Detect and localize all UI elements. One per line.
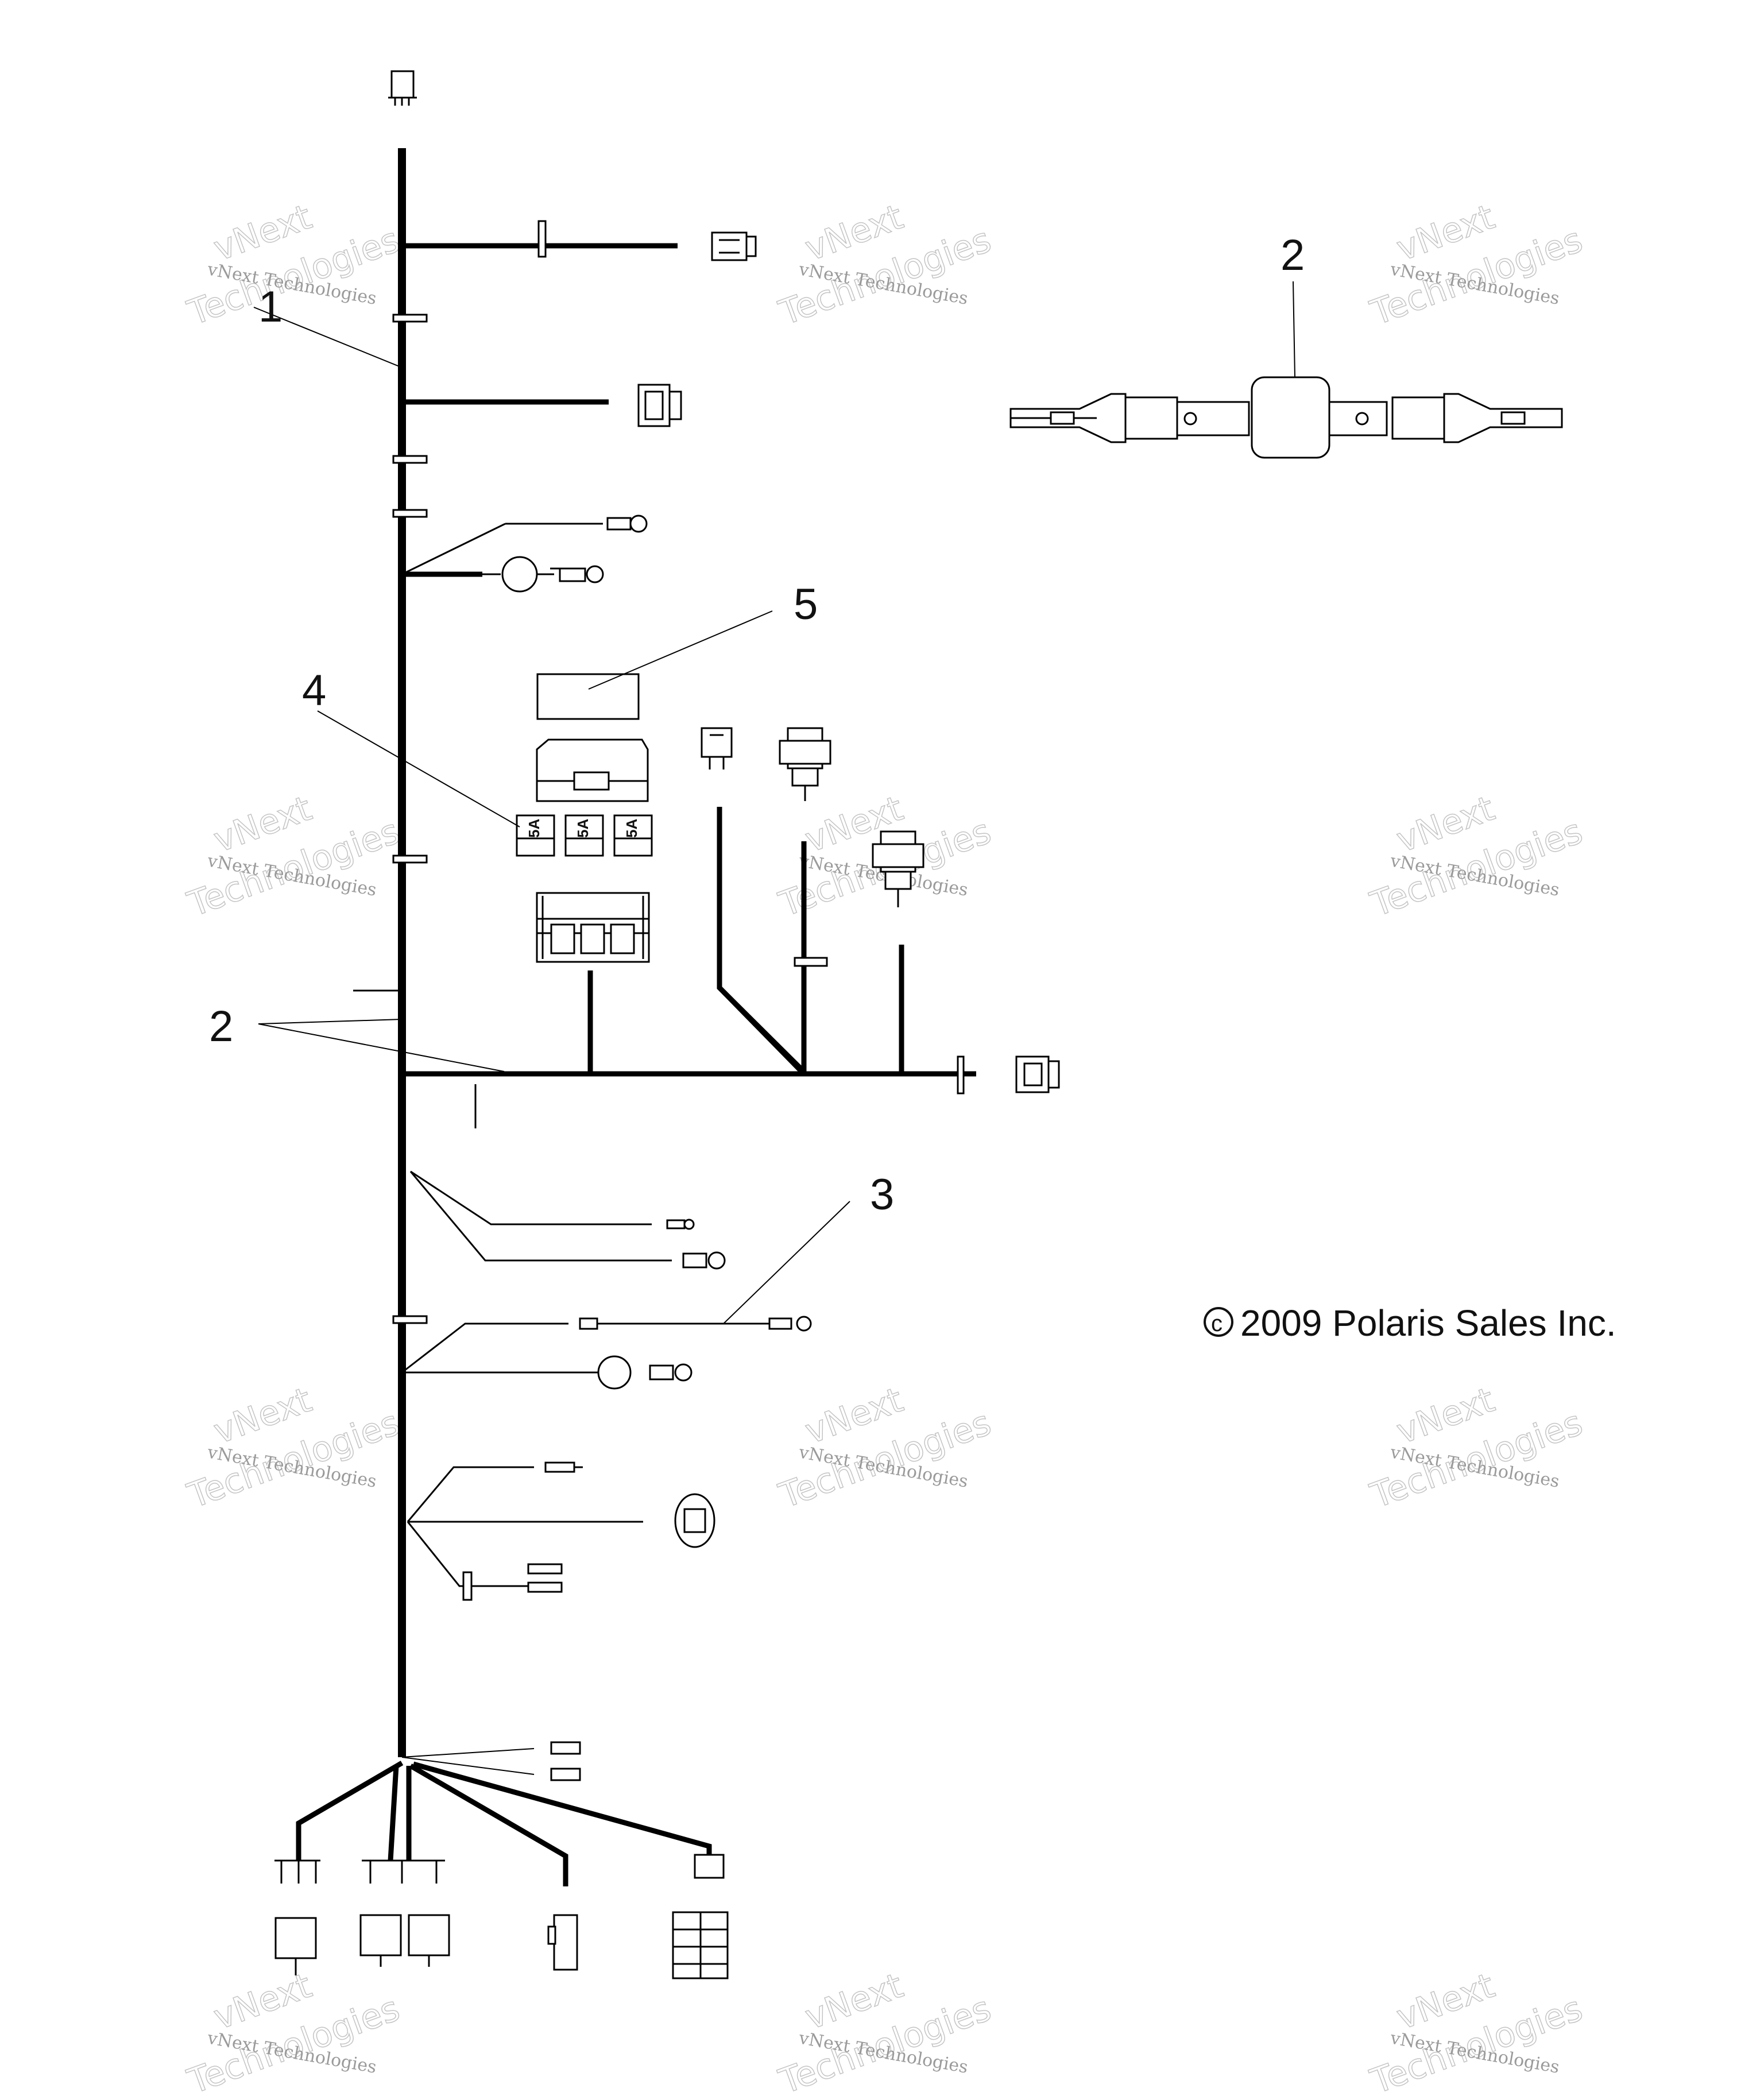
watermark: vNext Technologies vNext Technologies: [182, 196, 405, 334]
leader-2-left-a: [258, 1019, 403, 1024]
relay-body: [1251, 376, 1330, 459]
callout-5: 5: [794, 580, 818, 629]
callout-2-top: 2: [1281, 231, 1305, 280]
svg-text:5A: 5A: [623, 819, 640, 838]
ring-terminal-d: [768, 1316, 812, 1332]
callout-3: 3: [870, 1170, 894, 1219]
leader-3: [723, 1201, 850, 1324]
small-relay: [701, 727, 733, 769]
watermark: vNext Technologies vNext Technologies: [773, 1965, 997, 2096]
connector-b: [637, 384, 682, 427]
small-terminal: [666, 1219, 695, 1230]
fuse: 5A: [613, 814, 653, 857]
fuse: 5A: [516, 814, 555, 857]
callout-4: 4: [302, 666, 326, 715]
copyright-notice: c 2009 Polaris Sales Inc.: [1204, 1302, 1616, 1344]
svg-text:5A: 5A: [574, 819, 591, 838]
watermark: vNext Technologies vNext Technologies: [182, 1965, 405, 2096]
callouts: 1 2 5 4 2 3: [209, 231, 1305, 1324]
connector-i: [672, 1911, 729, 1979]
fuse-box-base: [536, 892, 650, 963]
watermark: vNext Technologies vNext Technologies: [1365, 788, 1588, 926]
watermark: vNext Technologies vNext Technologies: [1365, 1965, 1588, 2096]
upper-branches: [401, 220, 757, 593]
ring-terminal-b: [550, 565, 604, 583]
inset-relay-2: [1009, 376, 1563, 459]
bullet-terminals: [550, 1741, 581, 1781]
watermark: vNext Technologies vNext Technologies: [773, 1379, 997, 1517]
leader-1: [253, 307, 403, 368]
connector-f: [274, 1859, 320, 1975]
fuse-box-cover: [536, 738, 649, 802]
connector-d: [872, 830, 924, 907]
watermark: vNext Technologies vNext Technologies: [1365, 196, 1588, 334]
leader-4: [317, 710, 520, 827]
callout-1: 1: [258, 283, 283, 331]
fuse: 5A: [564, 814, 604, 857]
connector-g: [359, 1859, 450, 1967]
watermark: vNext Technologies vNext Technologies: [182, 788, 405, 926]
leader-2-left-b: [258, 1023, 505, 1072]
bottom-connectors: [274, 1859, 729, 1979]
spade-terminals: [527, 1563, 563, 1593]
svg-text:5A: 5A: [525, 819, 543, 838]
ring-terminal-e: [649, 1363, 693, 1382]
oval-connector: [674, 1493, 715, 1548]
watermark: vNext Technologies vNext Technologies: [182, 1379, 405, 1517]
callout-2-left: 2: [209, 1002, 233, 1051]
harness-trunk: [388, 70, 428, 1757]
connector-h: [547, 1914, 578, 1971]
leader-5: [588, 610, 773, 690]
connector-housing-left: [1124, 396, 1178, 440]
copyright-circle: [1204, 1307, 1233, 1337]
copyright-symbol: c: [1211, 1311, 1223, 1336]
connector-e: [1015, 1055, 1060, 1093]
ring-terminal-c: [682, 1251, 726, 1270]
connector-c: [779, 727, 831, 801]
ring-terminal-a: [606, 515, 648, 533]
leader-2-top: [1293, 281, 1295, 378]
connector-a: [711, 231, 757, 261]
watermark: vNext Technologies vNext Technologies: [1365, 1379, 1588, 1517]
top-connector: [388, 70, 417, 106]
lower-branches: [296, 1170, 812, 1886]
label-5: [536, 673, 640, 720]
pin-terminal: [544, 1461, 583, 1473]
trunk-clips: [392, 314, 428, 1324]
watermark: vNext Technologies vNext Technologies: [773, 196, 997, 334]
copyright-text: 2009 Polaris Sales Inc.: [1240, 1302, 1616, 1344]
mid-branch: [353, 989, 1060, 1128]
fuse-relay-area: 5A 5A 5A: [516, 673, 924, 1076]
